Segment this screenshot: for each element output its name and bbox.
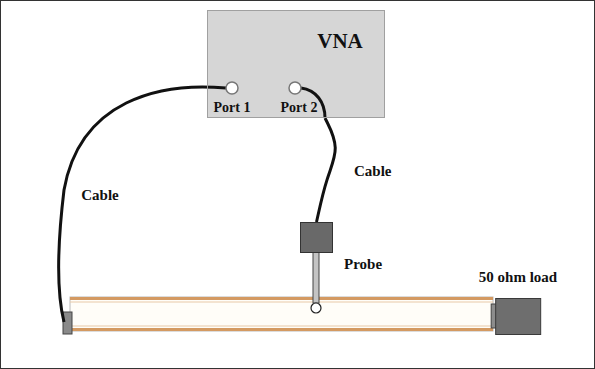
- node-label: Probe: [344, 256, 382, 273]
- cable-label: Cable: [352, 163, 394, 180]
- cable: [59, 87, 226, 322]
- probe-tip: [313, 252, 319, 303]
- node-label: VNA: [317, 29, 363, 53]
- port-label: Port 2: [281, 100, 318, 116]
- load-body: [495, 299, 540, 335]
- line-edge: [70, 326, 493, 327]
- line-edge: [70, 302, 493, 303]
- label-holder: Cable: [81, 186, 119, 204]
- label-holder: Port 2: [281, 98, 318, 116]
- port-connector: [289, 82, 301, 94]
- cable: [317, 118, 336, 222]
- transmission-line: [70, 297, 493, 331]
- port-label: Port 1: [214, 100, 251, 116]
- cable-label: Cable: [81, 187, 119, 204]
- line-conductor: [70, 297, 493, 300]
- probe-ball: [311, 303, 321, 313]
- line-conductor: [70, 328, 493, 331]
- port-connector: [226, 82, 238, 94]
- node-label: 50 ohm load: [479, 269, 557, 286]
- analyzer-fill: [207, 10, 385, 118]
- probe-body: [301, 223, 333, 253]
- load: 50 ohm load: [476, 268, 560, 336]
- probe: Probe: [300, 222, 400, 314]
- label-holder: Cable: [352, 162, 394, 180]
- line-connector: [63, 312, 72, 334]
- label-holder: Port 1: [214, 98, 251, 116]
